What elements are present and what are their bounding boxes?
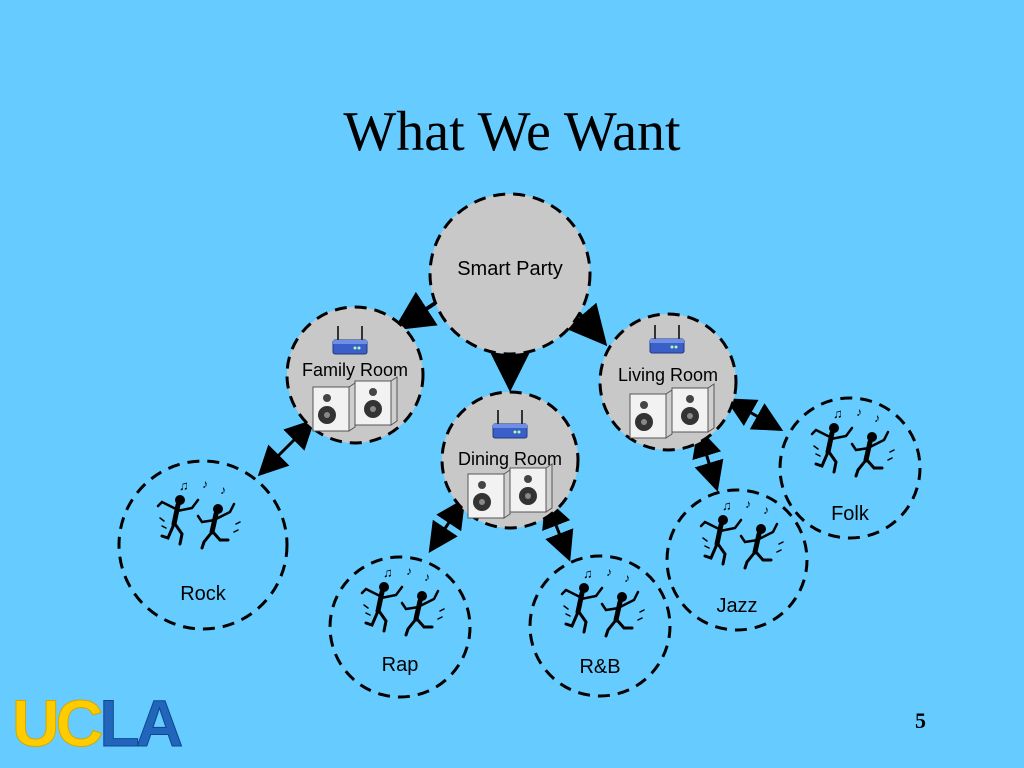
slide-title: What We Want (343, 101, 681, 163)
genre-rock: Rock (117, 459, 289, 631)
node-smart-party-label: Smart Party (457, 258, 563, 280)
dancers-icon (158, 477, 240, 548)
node-living-room-label: Living Room (618, 365, 718, 385)
edge-livingroom-jazz (692, 427, 724, 492)
genre-rap-label: Rap (382, 654, 419, 676)
node-living-room: Living Room (598, 312, 738, 452)
genre-rap: Rap (328, 555, 472, 699)
node-dining-room-label: Dining Room (458, 449, 562, 469)
dancers-icon (562, 565, 644, 636)
edge-smartparty-familyroom (393, 291, 442, 331)
node-family-room-label: Family Room (302, 360, 408, 380)
dancers-icon (701, 497, 783, 568)
edge-diningroom-rap (428, 498, 466, 553)
node-family-room: Family Room (285, 305, 425, 445)
node-smart-party: Smart Party (428, 192, 592, 356)
genre-folk: Folk (778, 396, 922, 540)
genre-rock-label: Rock (180, 583, 227, 605)
ucla-logo: UCLA (11, 686, 183, 760)
node-dining-room: Dining Room (440, 390, 580, 530)
genre-rnb-label: R&B (579, 656, 620, 678)
page-number: 5 (915, 708, 926, 733)
edge-familyroom-rock (257, 419, 315, 477)
dancers-icon (812, 405, 894, 476)
genre-rnb: R&B (528, 554, 672, 698)
dancers-icon (362, 564, 444, 635)
genre-folk-label: Folk (831, 503, 870, 525)
edge-diningroom-rnb (542, 497, 574, 562)
edge-livingroom-folk (725, 398, 784, 431)
edge-smartparty-livingroom (565, 302, 608, 347)
genre-jazz: Jazz (665, 488, 809, 632)
genre-jazz-label: Jazz (716, 595, 757, 617)
